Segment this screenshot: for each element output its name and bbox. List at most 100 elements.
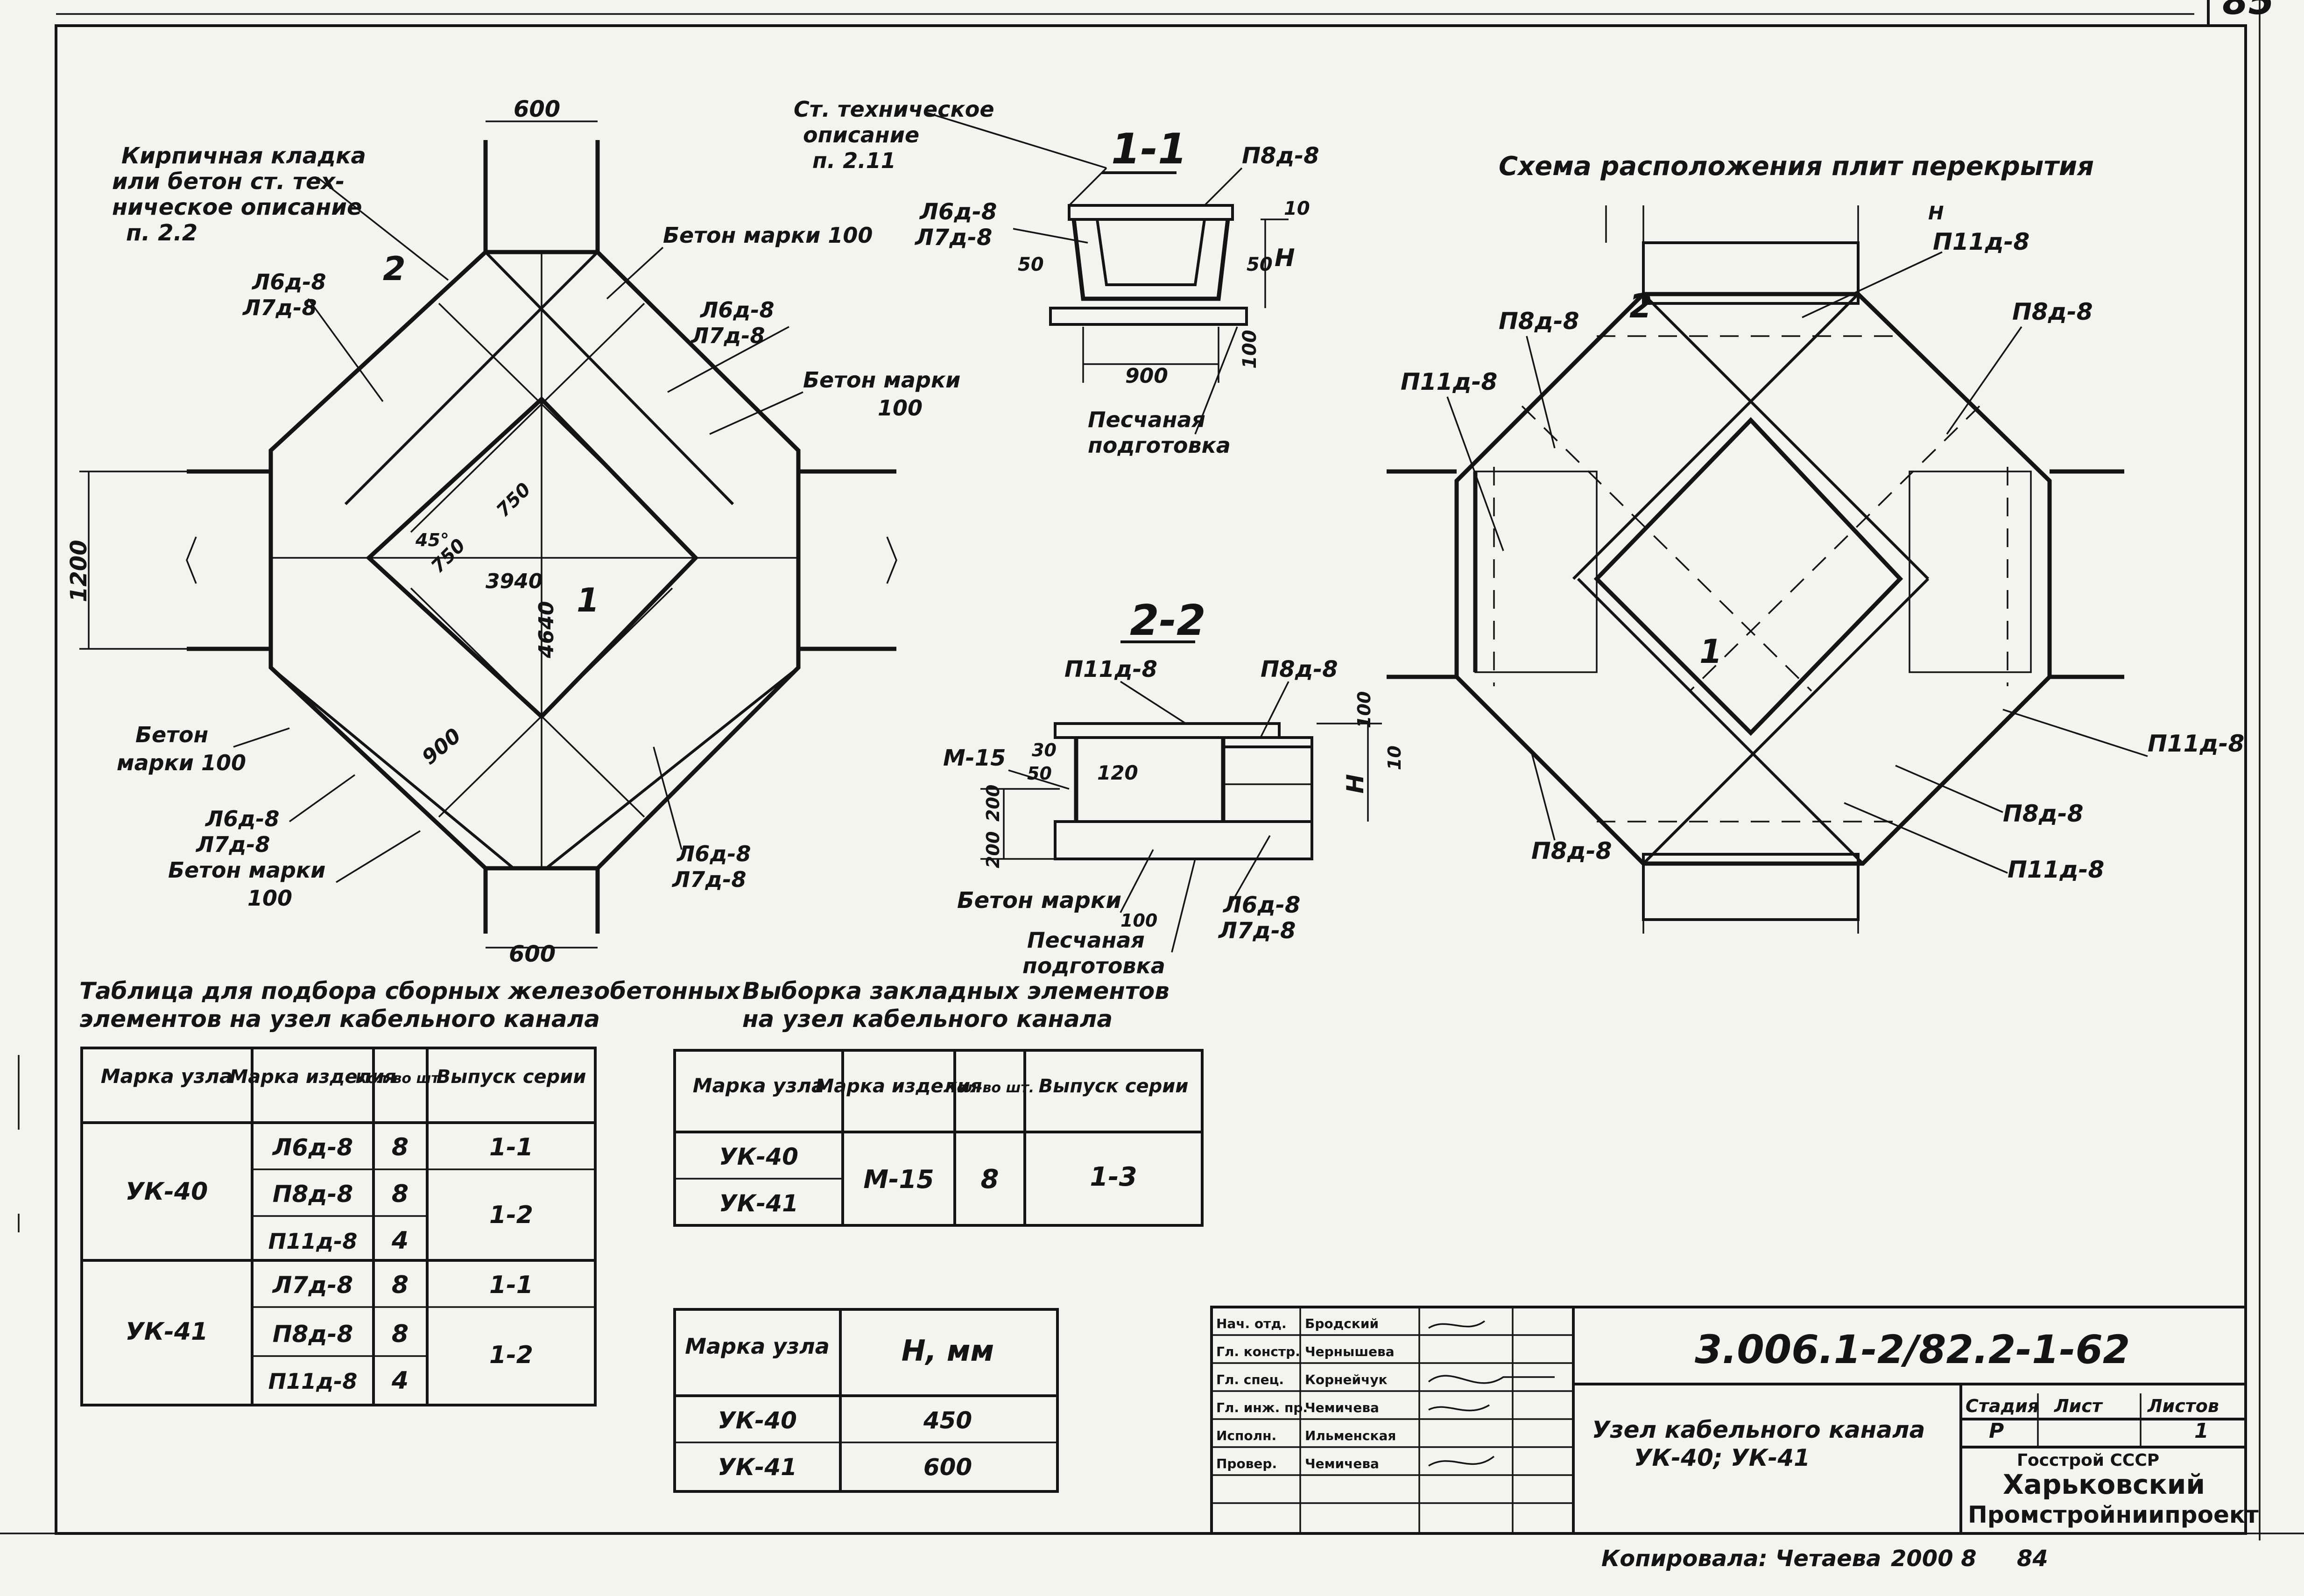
plan-l6-l7-b: Л6д-8 Л7д-8: [667, 297, 789, 393]
tb-name-1: Узел кабельного канала: [1592, 1416, 1925, 1443]
title-block: [1210, 1306, 2247, 1535]
tb-role-0: Нач. отд.: [1216, 1316, 1287, 1331]
svg-text:Л6д-8: Л6д-8: [699, 297, 774, 323]
emb-h-item: Марка изделия: [815, 1076, 982, 1097]
svg-text:ническое описание: ническое описание: [112, 194, 362, 220]
svg-text:Выборка закладных элементов: Выборка закладных элементов: [742, 977, 1170, 1005]
tb-doc-code: 3.006.1-2/82.2-1-62: [1695, 1327, 2130, 1372]
tb-sheets-label: Листов: [2147, 1396, 2219, 1416]
section-1-1-l7: Л7д-8: [914, 225, 992, 251]
sel-series-2-1: 1-1: [489, 1271, 533, 1299]
sel-qty-2-1: 8: [392, 1271, 409, 1299]
h-table: [673, 1308, 1059, 1493]
plan-l6-l7-c: Л6д-8 Л7д-8: [195, 774, 356, 857]
svg-text:п. 2.11: п. 2.11: [812, 148, 896, 173]
section-1-1-sand: Песчаная подготовка: [1088, 326, 1238, 458]
layout-p11-b: П11д-8: [1401, 368, 1497, 395]
svg-text:Л6д-8: Л6д-8: [676, 841, 751, 866]
tb-person-2: Корнейчук: [1305, 1372, 1388, 1387]
plan-beton-b: Бетон марки 100: [709, 367, 960, 435]
tb-copied: Копировала: Четаева: [1601, 1546, 1881, 1572]
plan-cut-1: 1: [577, 581, 599, 619]
sel-h-node: Марка узла: [101, 1065, 233, 1088]
emb-node-1: УК-40: [719, 1143, 798, 1170]
svg-text:Л7д-8: Л7д-8: [195, 832, 270, 857]
h-table-h-h: H, мм: [902, 1334, 994, 1368]
section-1-1-900: 900: [1125, 364, 1168, 388]
sel-item-2-3: П11д-8: [268, 1369, 358, 1394]
h-table-node-1: УК-40: [718, 1407, 797, 1434]
svg-text:элементов на узел кабельного к: элементов на узел кабельного канала: [79, 1005, 600, 1033]
tb-sheet-label: Лист: [2054, 1396, 2103, 1416]
layout-p11-a: П11д-8: [1933, 228, 2029, 255]
section-2-2-p8: П8д-8: [1261, 656, 1338, 682]
tb-stage: Р: [1989, 1419, 2004, 1443]
svg-text:описание: описание: [803, 122, 919, 148]
section-2-2-10: 10: [1384, 745, 1405, 770]
section-1-1-title: 1-1: [1111, 125, 1187, 174]
tb-role-5: Провер.: [1216, 1456, 1277, 1471]
svg-text:Бетон: Бетон: [135, 722, 208, 747]
section-2-2-200b: 200: [983, 831, 1003, 868]
svg-text:п. 2.2: п. 2.2: [126, 220, 197, 246]
plan-l6-l7-d: Л6д-8 Л7д-8: [653, 746, 751, 892]
tb-sheets: 1: [2194, 1419, 2209, 1443]
emb-h-node: Марка узла: [693, 1074, 825, 1097]
plan-note-brick: Кирпичная кладка или бетон ст. тех- ниче…: [112, 143, 449, 281]
svg-text:100: 100: [878, 395, 923, 421]
tb-year: 84: [2017, 1546, 2048, 1572]
plan-dim-left: 1200: [66, 540, 92, 602]
plan-dim-4640: 4640: [535, 601, 558, 659]
svg-text:Л6д-8: Л6д-8: [204, 806, 279, 831]
section-2-2-beton: Бетон марки 100: [957, 849, 1157, 931]
plan-dim-top: 600: [514, 96, 560, 122]
section-2-2-50: 50: [1027, 763, 1052, 784]
selection-table-caption: Таблица для подбора сборных железобетонн…: [79, 977, 741, 1033]
embedded-table: [673, 1049, 1204, 1227]
section-1-1-h: H: [1275, 244, 1295, 272]
sel-item-1-1: Л6д-8: [272, 1134, 353, 1161]
tb-org-1: Госстрой СССР: [2017, 1451, 2159, 1470]
sel-item-2-2: П8д-8: [273, 1321, 353, 1348]
emb-item: М-15: [863, 1165, 934, 1194]
layout-cut-2: 2: [1629, 287, 1652, 325]
svg-text:Л7д-8: Л7д-8: [1218, 918, 1296, 944]
section-2-2-m15: М-15: [943, 745, 1006, 771]
svg-text:Бетон марки: Бетон марки: [803, 367, 960, 393]
h-table-h-node: Марка узла: [685, 1334, 829, 1359]
layout-p8-d: П8д-8: [1531, 837, 1612, 865]
tb-person-1: Чернышева: [1305, 1344, 1395, 1359]
plan-l6-l7-a: Л6д-8 Л7д-8: [242, 269, 384, 402]
section-1-1-p8: П8д-8: [1242, 143, 1319, 169]
section-2-2-30: 30: [1032, 740, 1057, 760]
svg-text:марки 100: марки 100: [117, 750, 246, 775]
emb-series: 1-3: [1090, 1162, 1137, 1192]
tb-org-2: Харьковский: [2003, 1469, 2205, 1500]
svg-text:Бетон марки: Бетон марки: [957, 887, 1121, 914]
plan-beton-a: Бетон марки 100: [663, 223, 873, 248]
sel-h-qty: Кол-во шт.: [356, 1070, 444, 1087]
tb-name-2: УК-40; УК-41: [1634, 1444, 1810, 1471]
emb-qty: 8: [981, 1164, 999, 1195]
svg-text:100: 100: [1120, 910, 1157, 931]
sel-qty-1-1: 8: [392, 1133, 409, 1161]
emb-h-series: Выпуск серии: [1039, 1076, 1189, 1097]
sel-qty-1-2: 8: [392, 1180, 409, 1208]
svg-text:Л7д-8: Л7д-8: [671, 867, 746, 892]
section-2-2-120: 120: [1097, 761, 1138, 784]
tb-person-3: Чемичева: [1305, 1400, 1379, 1415]
plan-dim-bottom: 600: [509, 941, 556, 967]
section-2-2-title: 2-2: [1130, 596, 1206, 645]
section-2-2-p11: П11д-8: [1064, 656, 1157, 682]
svg-text:100: 100: [247, 886, 292, 911]
sel-series-1-2: 1-2: [489, 1201, 533, 1229]
h-table-node-2: УК-41: [718, 1454, 797, 1481]
section-2-2-200a: 200: [983, 785, 1003, 822]
layout-mark-h: Н: [1928, 203, 1944, 224]
plan-dim-3940: 3940: [486, 569, 543, 593]
tb-org-3: Промстройниипроект: [1968, 1501, 2259, 1528]
section-2-2-h: H: [1342, 774, 1369, 794]
embedded-table-caption: Выборка закладных элементов на узел кабе…: [742, 977, 1170, 1033]
svg-text:подготовка: подготовка: [1088, 433, 1231, 458]
sel-qty-1-3: 4: [391, 1227, 409, 1255]
